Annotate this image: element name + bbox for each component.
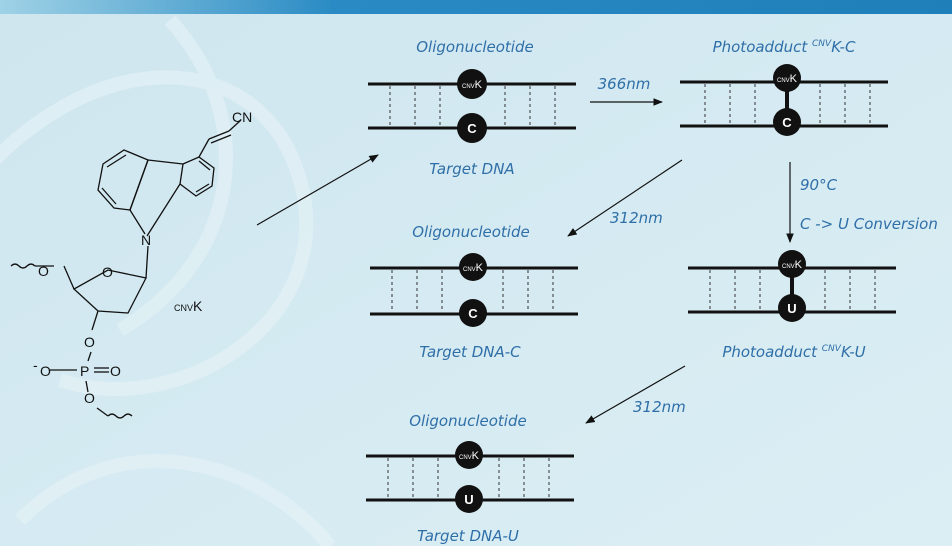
label-312nm-b: 312nm bbox=[633, 398, 686, 416]
molecule-to-duplex-arrow bbox=[256, 154, 379, 226]
c-base: C bbox=[459, 299, 487, 327]
photoadduct-kc-label: Photoadduct CNVK-C bbox=[713, 38, 856, 56]
target-dna-u-label: Target DNA-U bbox=[417, 527, 519, 545]
o-minus-label: O bbox=[40, 363, 51, 379]
svg-text:CNVK: CNVK bbox=[463, 262, 484, 274]
u-base: U bbox=[778, 294, 806, 322]
oligo-label-bottom: Oligonucleotide bbox=[409, 412, 526, 430]
n-label: N bbox=[141, 232, 151, 248]
oligo-label-top: Oligonucleotide bbox=[416, 38, 533, 56]
cnvk-base: CNVK bbox=[455, 441, 483, 469]
arrow-90c: 90°C C -> U Conversion bbox=[786, 162, 938, 243]
svg-text:U: U bbox=[464, 492, 473, 507]
photoadduct-ku-label: Photoadduct CNVK-U bbox=[722, 343, 865, 361]
cn-label: CN bbox=[232, 109, 252, 125]
o-bottom-label: O bbox=[84, 390, 95, 406]
c-base: C bbox=[457, 113, 487, 143]
o5-label: O bbox=[38, 263, 49, 279]
duplex-photoadduct-kc: Photoadduct CNVK-C CNVK C bbox=[680, 38, 888, 136]
label-c-to-u: C -> U Conversion bbox=[800, 215, 938, 233]
svg-text:CNVK: CNVK bbox=[782, 259, 803, 271]
svg-text:CNVK: CNVK bbox=[462, 79, 483, 91]
cnvk-name: CNVK bbox=[174, 298, 203, 314]
ring-o-label: O bbox=[102, 264, 113, 280]
u-base: U bbox=[455, 485, 483, 513]
duplex-oligo-target-u: Oligonucleotide CNVK U Target DNA-U bbox=[366, 412, 574, 545]
cnvk-base: CNVK bbox=[778, 250, 806, 278]
arrow-312nm-b: 312nm bbox=[585, 365, 686, 424]
cnvk-base: CNVK bbox=[457, 69, 487, 99]
label-90c: 90°C bbox=[800, 176, 838, 194]
svg-text:CNVK: CNVK bbox=[459, 450, 480, 462]
c-base: C bbox=[773, 108, 801, 136]
label-312nm-a: 312nm bbox=[610, 209, 663, 227]
arrow-312nm-a: 312nm bbox=[567, 159, 683, 237]
cnvk-molecule: CN N O O O O - P O O CNVK bbox=[10, 109, 252, 419]
oligo-label-mid: Oligonucleotide bbox=[412, 223, 529, 241]
cnvk-base: CNVK bbox=[773, 64, 801, 92]
p-label: P bbox=[80, 363, 89, 379]
svg-text:C: C bbox=[782, 115, 792, 130]
duplex-oligo-target-c: Oligonucleotide CNVK C Target DNA-C bbox=[370, 223, 578, 361]
target-dna-label: Target DNA bbox=[429, 160, 514, 178]
arrow-366nm: 366nm bbox=[590, 75, 663, 106]
minus-label: - bbox=[33, 357, 38, 373]
o-double-label: O bbox=[110, 363, 121, 379]
target-dna-c-label: Target DNA-C bbox=[419, 343, 521, 361]
svg-text:U: U bbox=[787, 301, 796, 316]
cnvk-base: CNVK bbox=[459, 253, 487, 281]
duplex-oligo-target: Oligonucleotide CNVK C Target DNA bbox=[368, 38, 576, 178]
header-bar bbox=[0, 0, 952, 14]
background-swirls bbox=[0, 15, 336, 546]
svg-text:C: C bbox=[467, 121, 477, 136]
o3-label: O bbox=[84, 334, 95, 350]
svg-text:CNVK: CNVK bbox=[777, 73, 798, 85]
svg-text:C: C bbox=[468, 306, 478, 321]
label-366nm: 366nm bbox=[598, 75, 651, 93]
duplex-photoadduct-ku: CNVK U Photoadduct CNVK-U bbox=[688, 250, 896, 361]
